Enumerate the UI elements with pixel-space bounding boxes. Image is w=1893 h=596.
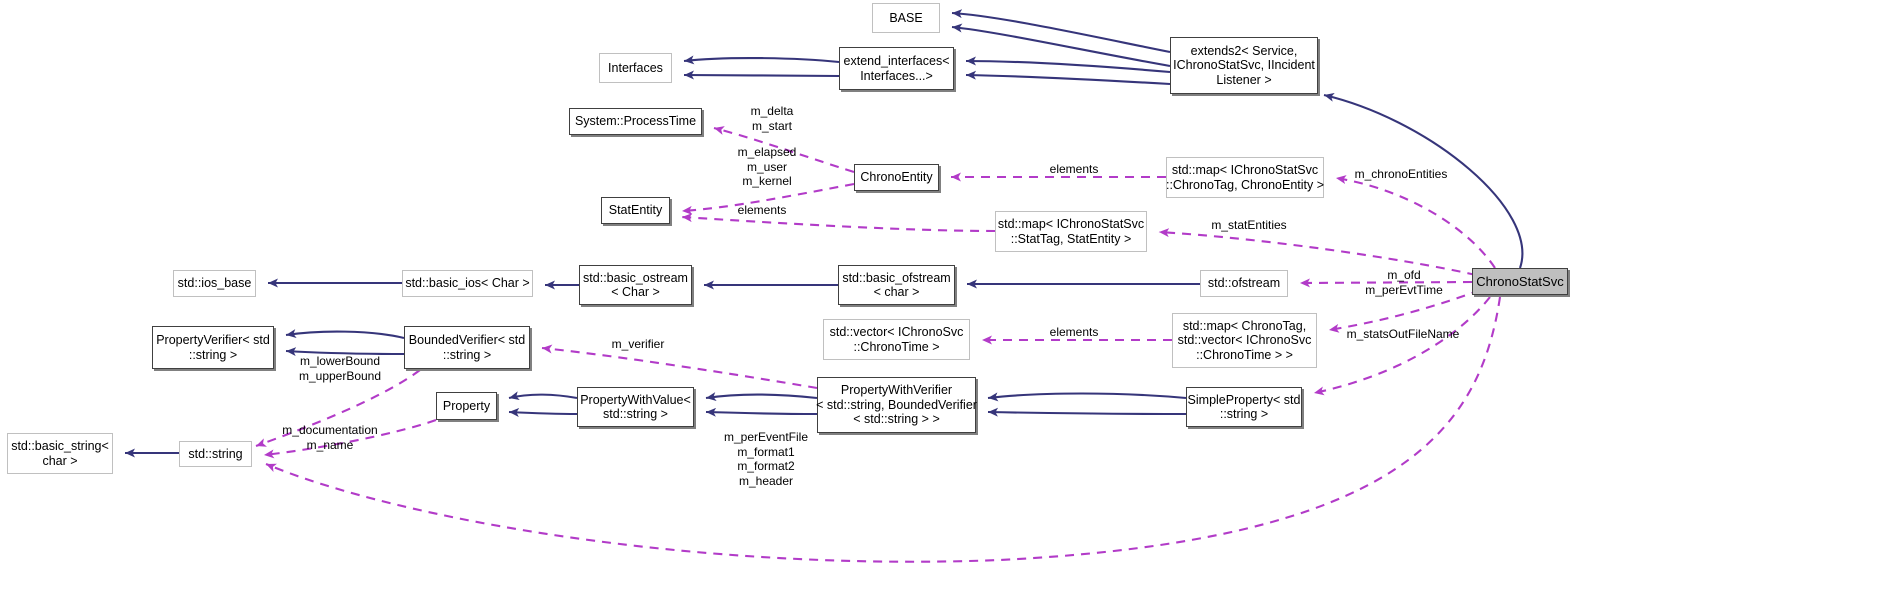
class-node-label: std::basic_string< char > [11, 439, 109, 468]
class-node-label: std::basic_ofstream < char > [842, 270, 951, 300]
class-node-label: std::map< ChronoTag, std::vector< IChron… [1177, 318, 1312, 362]
class-node-label: PropertyVerifier< std ::string > [156, 333, 270, 362]
class-node-label: std::string [188, 446, 243, 461]
class-node-processtime[interactable]: System::ProcessTime [569, 108, 702, 135]
edge-label-lbl_ofd: m_ofd m_perEvtTime [1365, 268, 1443, 297]
class-node-extends2[interactable]: extends2< Service, IChronoStatSvc, IInci… [1170, 37, 1318, 94]
class-node-basic_string[interactable]: std::basic_string< char > [7, 433, 113, 474]
class-node-label: std::map< IChronoStatSvc ::ChronoTag, Ch… [1165, 163, 1325, 192]
class-node-map_stat[interactable]: std::map< IChronoStatSvc ::StatTag, Stat… [995, 211, 1147, 252]
edge-label-lbl_elements_3: elements [1049, 325, 1099, 339]
class-node-std_string[interactable]: std::string [179, 441, 252, 467]
class-node-boundedver[interactable]: BoundedVerifier< std ::string > [404, 326, 530, 369]
class-node-interfaces[interactable]: Interfaces [599, 53, 672, 83]
class-node-label: Interfaces [608, 60, 663, 75]
class-node-label: BASE [889, 10, 923, 25]
class-node-label: extends2< Service, IChronoStatSvc, IInci… [1173, 43, 1315, 87]
class-node-label: StatEntity [608, 203, 663, 218]
class-node-propwithvalue[interactable]: PropertyWithValue< std::string > [577, 387, 694, 427]
class-node-label: std::map< IChronoStatSvc ::StatTag, Stat… [997, 217, 1145, 246]
class-node-label: std::ios_base [177, 276, 252, 291]
class-node-label: PropertyWithValue< std::string > [580, 392, 691, 422]
class-node-chronoentity[interactable]: ChronoEntity [854, 164, 939, 191]
class-node-property[interactable]: Property [436, 392, 497, 420]
edge-label-lbl_statent: m_statEntities [1211, 218, 1287, 232]
class-node-map_chronotime[interactable]: std::map< ChronoTag, std::vector< IChron… [1172, 313, 1317, 368]
edge-label-lbl_docname: m_documentation m_name [282, 423, 378, 452]
class-node-propwithver[interactable]: PropertyWithVerifier < std::string, Boun… [816, 377, 977, 433]
usage-edges [255, 126, 1502, 563]
class-node-ios_base[interactable]: std::ios_base [173, 270, 256, 297]
class-node-label: System::ProcessTime [574, 114, 697, 129]
class-node-simpleprop[interactable]: SimpleProperty< std ::string > [1186, 387, 1302, 427]
edge-label-lbl_perevent: m_perEventFile m_format1 m_format2 m_hea… [723, 430, 809, 488]
edge-label-lbl_bounds: m_lowerBound m_upperBound [298, 354, 382, 383]
edge-label-lbl_delta: m_delta m_start [750, 104, 794, 133]
class-node-label: BoundedVerifier< std ::string > [408, 333, 526, 362]
edge-label-lbl_elements_2: elements [737, 203, 787, 217]
edge-label-lbl_elements_1: elements [1049, 162, 1099, 176]
class-node-label: ChronoStatSvc [1476, 273, 1564, 289]
class-node-base[interactable]: BASE [872, 3, 940, 33]
edge-label-lbl_verifier: m_verifier [611, 337, 665, 351]
class-node-label: std::ofstream [1207, 276, 1281, 291]
class-node-label: extend_interfaces< Interfaces...> [843, 54, 950, 83]
class-node-label: ChronoEntity [860, 170, 933, 185]
class-node-extend_ifaces[interactable]: extend_interfaces< Interfaces...> [839, 47, 954, 90]
class-node-statentity[interactable]: StatEntity [601, 197, 670, 224]
class-node-vec_chronotime[interactable]: std::vector< IChronoSvc ::ChronoTime > [823, 319, 970, 360]
class-node-basic_ostream[interactable]: std::basic_ostream < Char > [579, 265, 692, 305]
edge-label-lbl_chronoent: m_chronoEntities [1354, 167, 1448, 181]
class-node-label: PropertyWithVerifier < std::string, Boun… [816, 383, 977, 427]
class-node-label: std::basic_ios< Char > [405, 276, 530, 291]
class-node-label: std::basic_ostream < Char > [583, 270, 688, 300]
class-node-label: Property [442, 398, 491, 413]
class-node-basic_ofstream[interactable]: std::basic_ofstream < char > [838, 265, 955, 305]
class-node-basic_ios[interactable]: std::basic_ios< Char > [402, 270, 533, 297]
inheritance-edges [125, 9, 1524, 458]
class-node-label: std::vector< IChronoSvc ::ChronoTime > [829, 325, 964, 354]
edge-label-lbl_elapsed: m_elapsed m_user m_kernel [737, 145, 797, 189]
class-node-label: SimpleProperty< std ::string > [1187, 392, 1301, 422]
class-node-map_chrono[interactable]: std::map< IChronoStatSvc ::ChronoTag, Ch… [1166, 157, 1324, 198]
edge-label-lbl_statsout: m_statsOutFileName [1346, 327, 1460, 341]
class-node-propverifier[interactable]: PropertyVerifier< std ::string > [152, 326, 274, 369]
class-node-ofstream[interactable]: std::ofstream [1200, 270, 1288, 297]
class-node-chronostatsvc[interactable]: ChronoStatSvc [1472, 268, 1568, 295]
